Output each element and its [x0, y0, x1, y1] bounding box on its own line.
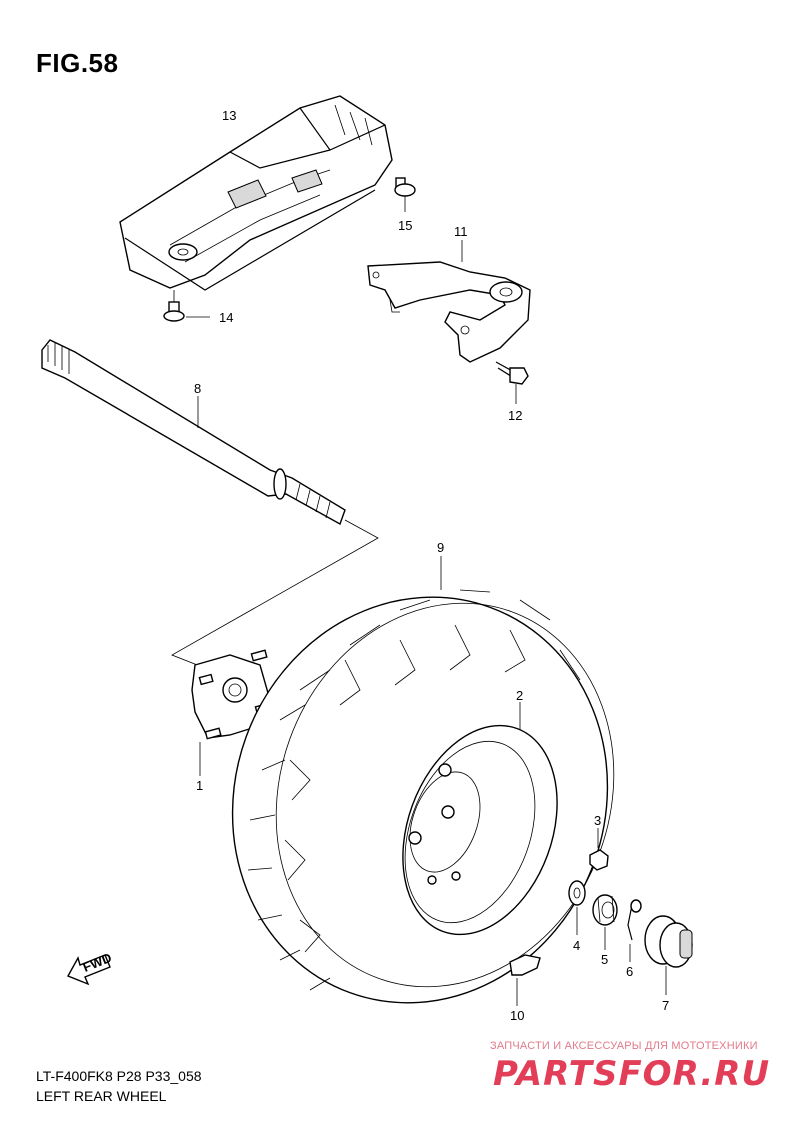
callout-5: 5: [601, 952, 608, 967]
part-11-bracket: [367, 240, 531, 363]
callout-numbers: 1 2 3 4 5 6 7 8 9 10 11 12 13 14 15: [194, 108, 669, 1023]
part-4-washer: [568, 880, 586, 935]
figure-name: LEFT REAR WHEEL: [36, 1088, 167, 1104]
part-7-hub-cap: [644, 915, 693, 995]
part-13-skid-plate: [119, 95, 393, 291]
part-6-cotter-pin: [627, 899, 642, 962]
callout-2: 2: [516, 688, 523, 703]
watermark-tagline: ЗАПЧАСТИ И АКСЕССУАРЫ ДЛЯ МОТОТЕХНИКИ: [490, 1040, 758, 1052]
callout-14: 14: [219, 310, 233, 325]
part-12-bolt: [495, 361, 529, 404]
callout-1: 1: [196, 778, 203, 793]
part-10-valve: [509, 954, 541, 1006]
callout-7: 7: [662, 998, 669, 1013]
part-1-hub: [191, 649, 272, 776]
part-14-bolt: [163, 290, 210, 322]
callout-8: 8: [194, 381, 201, 396]
figure-code: LT-F400FK8 P28 P33_058: [36, 1068, 202, 1084]
callout-15: 15: [398, 218, 412, 233]
callout-12: 12: [508, 408, 522, 423]
fwd-arrow-icon: FWD: [67, 950, 114, 986]
figure-title: FIG.58: [36, 48, 119, 78]
callout-13: 13: [222, 108, 236, 123]
part-5-castle-nut: [592, 894, 618, 950]
callout-6: 6: [626, 964, 633, 979]
part-8-axle-shaft: [41, 339, 346, 526]
part-15-bolt: [394, 177, 416, 212]
callout-10: 10: [510, 1008, 524, 1023]
part-2-wheel-rim: [402, 702, 558, 936]
callout-3: 3: [594, 813, 601, 828]
watermark-logo: PARTSFOR.RU: [493, 1054, 771, 1094]
callout-9: 9: [437, 540, 444, 555]
callout-11: 11: [454, 224, 468, 239]
part-3-nut: [589, 828, 609, 871]
callout-4: 4: [573, 938, 580, 953]
